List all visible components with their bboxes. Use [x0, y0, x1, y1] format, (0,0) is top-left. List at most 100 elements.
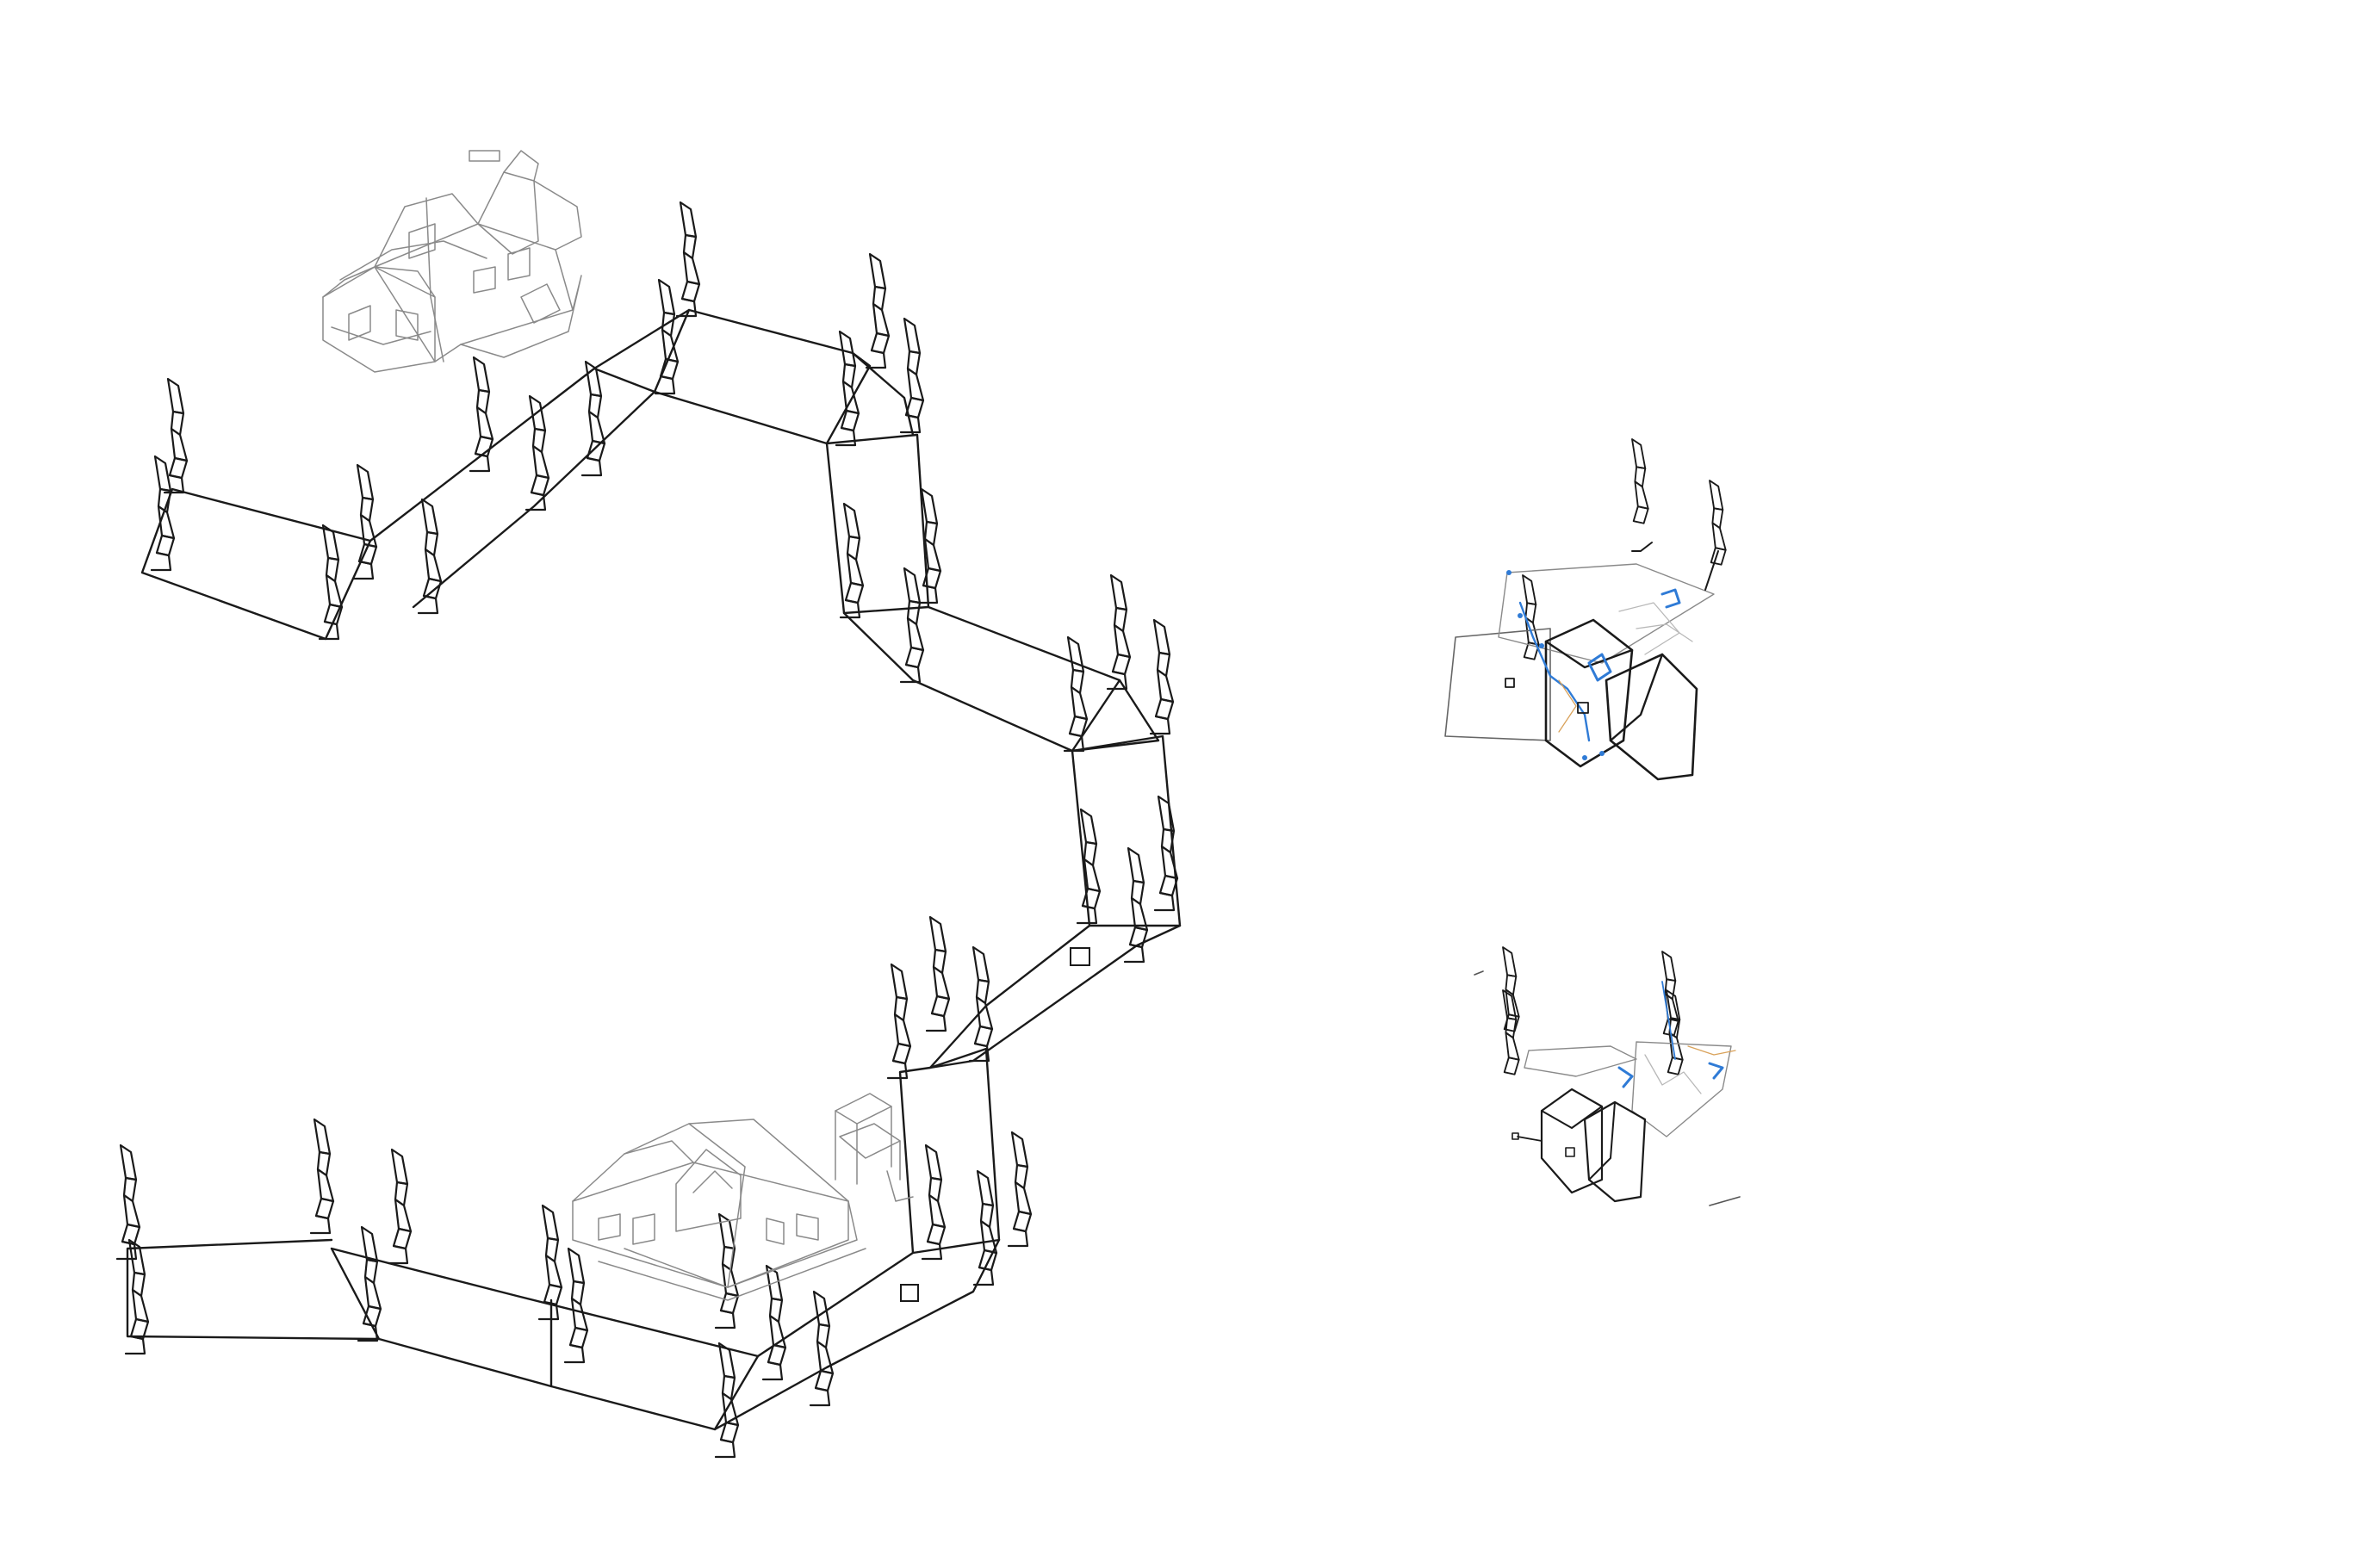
gable — [675, 1149, 742, 1232]
post-fold — [835, 426, 857, 447]
paper-wall-post-icon — [972, 1169, 998, 1286]
post-fold — [1711, 522, 1727, 551]
post-fold — [115, 1240, 138, 1261]
faint-detail — [1558, 679, 1577, 733]
post-fold — [357, 1322, 379, 1342]
paper-wall-post-icon — [163, 377, 189, 494]
house-detail — [331, 326, 431, 345]
house-detail — [339, 240, 487, 281]
paper-wall-post-icon — [968, 945, 994, 1063]
node-dot — [1539, 643, 1544, 648]
paper-wall-post-icon — [417, 498, 443, 615]
post-fold — [1014, 1163, 1029, 1190]
paper-wall-post-icon — [1123, 846, 1149, 964]
post-fold — [1109, 573, 1128, 611]
post-fold — [1083, 840, 1098, 867]
post-fold — [424, 548, 443, 583]
post-fold — [420, 498, 439, 536]
wall-segment — [825, 433, 930, 615]
blue-figure — [1617, 1066, 1634, 1088]
post-fold — [570, 1280, 586, 1306]
paper-wall-post-icon — [150, 455, 176, 572]
post-fold — [166, 377, 185, 415]
post-fold — [363, 1258, 379, 1285]
wall-segment — [713, 1238, 1001, 1431]
post-fold — [1127, 846, 1145, 884]
floor-plane — [1631, 1041, 1732, 1137]
paper-wall-post-icon — [761, 1264, 787, 1381]
post-fold — [920, 487, 939, 525]
paper-wall-post-icon — [580, 360, 606, 477]
window — [598, 1213, 621, 1241]
house-roof — [374, 193, 479, 268]
post-fold — [872, 302, 891, 338]
post-fold — [906, 599, 922, 626]
post-fold — [893, 995, 909, 1022]
square-marker-icon — [1511, 1132, 1519, 1140]
post-fold — [921, 1240, 943, 1261]
post-fold — [1113, 623, 1132, 659]
post-fold — [417, 594, 439, 615]
paper-wall-post-icon — [865, 252, 891, 369]
paper-wall-post-icon — [357, 1225, 382, 1342]
post-fold — [1634, 480, 1649, 510]
post-fold — [761, 1360, 784, 1381]
post-fold — [1522, 574, 1537, 605]
post-fold — [1106, 670, 1128, 691]
post-fold — [928, 1176, 943, 1203]
wall-segment — [851, 351, 915, 437]
wall-segment — [593, 367, 656, 394]
node-dot — [1582, 755, 1587, 760]
post-fold — [1010, 1131, 1029, 1168]
paper-wall-post-icon — [563, 1247, 589, 1364]
post-fold — [469, 452, 491, 473]
porch — [598, 1248, 866, 1301]
post-fold — [714, 1438, 736, 1459]
faint-detail — [1636, 623, 1693, 642]
post-fold — [1123, 943, 1145, 964]
square-marker-icon — [1070, 947, 1090, 966]
node-dot — [1518, 613, 1523, 618]
post-fold — [846, 552, 865, 587]
post-fold — [119, 1143, 138, 1181]
post-fold — [841, 380, 860, 415]
post-fold — [842, 502, 861, 540]
wireframe-cube-icon — [1583, 1100, 1647, 1203]
wireframe-cube-icon — [1544, 640, 1634, 669]
window — [395, 309, 419, 341]
post-fold — [899, 413, 922, 434]
paper-wall-post-icon — [1153, 795, 1179, 912]
post-fold — [717, 1212, 736, 1250]
house-tower — [477, 171, 539, 255]
paper-wall-post-icon — [469, 356, 494, 473]
post-fold — [812, 1290, 831, 1328]
post-fold — [1070, 668, 1085, 695]
post-fold — [531, 427, 547, 454]
paper-wall-post-icon — [899, 567, 925, 684]
post-fold — [131, 1271, 146, 1298]
post-fold — [170, 427, 189, 462]
post-fold — [356, 463, 375, 501]
wireframe-cube-icon — [1588, 1101, 1616, 1181]
post-fold — [903, 317, 922, 355]
blue-figure — [1518, 601, 1591, 742]
post-fold — [537, 1300, 560, 1321]
paper-wall-post-icon — [1709, 480, 1727, 566]
paper-wall-post-icon — [921, 1143, 947, 1261]
post-fold — [1634, 466, 1647, 488]
square-marker-icon — [1577, 702, 1589, 714]
wall-segment — [330, 1247, 760, 1431]
post-fold — [1014, 1181, 1033, 1216]
post-fold — [359, 496, 375, 523]
wall-segment — [126, 1238, 381, 1341]
post-fold — [924, 1143, 943, 1181]
post-fold — [890, 963, 909, 1001]
post-fold — [472, 356, 491, 394]
paper-wall-post-icon — [525, 394, 550, 511]
paper-wall-post-icon — [714, 1342, 740, 1459]
post-fold — [1709, 480, 1724, 511]
post-fold — [682, 233, 698, 260]
paper-wall-post-icon — [714, 1212, 740, 1329]
post-fold — [1083, 858, 1102, 893]
paper-wall-post-icon — [1007, 1131, 1033, 1248]
